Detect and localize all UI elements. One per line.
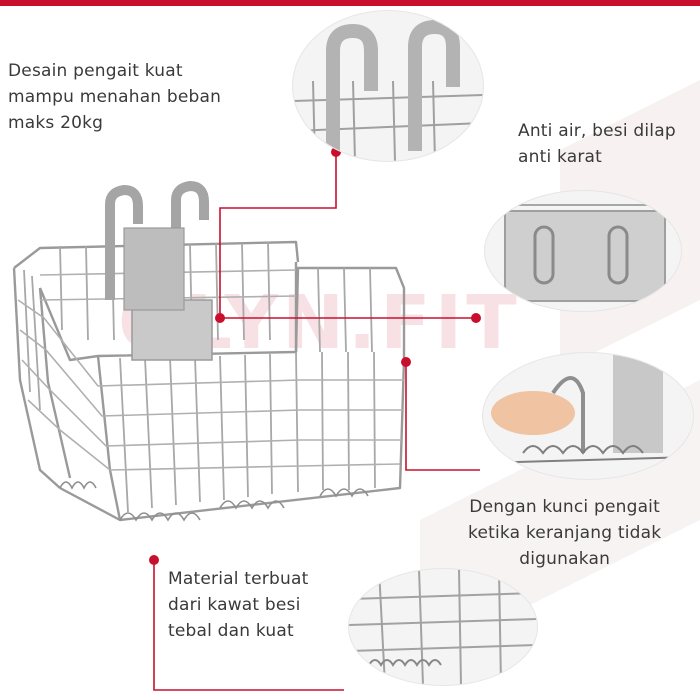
callout-anti-rust: Anti air, besi dilap anti karat (518, 118, 676, 170)
callout-line: anti karat (518, 147, 603, 167)
callout-wire-material: Material terbuat dari kawat besi tebal d… (168, 566, 308, 644)
callout-lock-hook: Dengan kunci pengait ketika keranjang ti… (468, 494, 661, 572)
callout-line: digunakan (519, 549, 611, 569)
callout-line: dari kawat besi (168, 595, 301, 615)
callout-hook-strength: Desain pengait kuat mampu menahan beban … (8, 58, 221, 136)
callout-line: mampu menahan beban (8, 87, 222, 107)
callout-line: tebal dan kuat (168, 621, 294, 641)
detail-circle-plate (484, 190, 682, 312)
callout-line: maks 20kg (8, 113, 104, 133)
callout-dot-plate (215, 313, 225, 323)
callout-line: Dengan kunci pengait (469, 497, 660, 517)
detail-circle-hooks (292, 10, 484, 162)
callout-line: Anti air, besi dilap (518, 121, 676, 141)
callout-line: Material terbuat (168, 569, 309, 589)
callout-dot-wire (149, 555, 159, 565)
callout-dot-rust (471, 313, 481, 323)
top-accent-bar (0, 0, 700, 6)
callout-dot-hook (331, 147, 341, 157)
callout-line: ketika keranjang tidak (468, 523, 662, 543)
callout-line: Desain pengait kuat (8, 61, 183, 81)
detail-circle-lock (482, 352, 694, 480)
detail-circle-wire (348, 568, 538, 686)
callout-dot-lock (401, 357, 411, 367)
